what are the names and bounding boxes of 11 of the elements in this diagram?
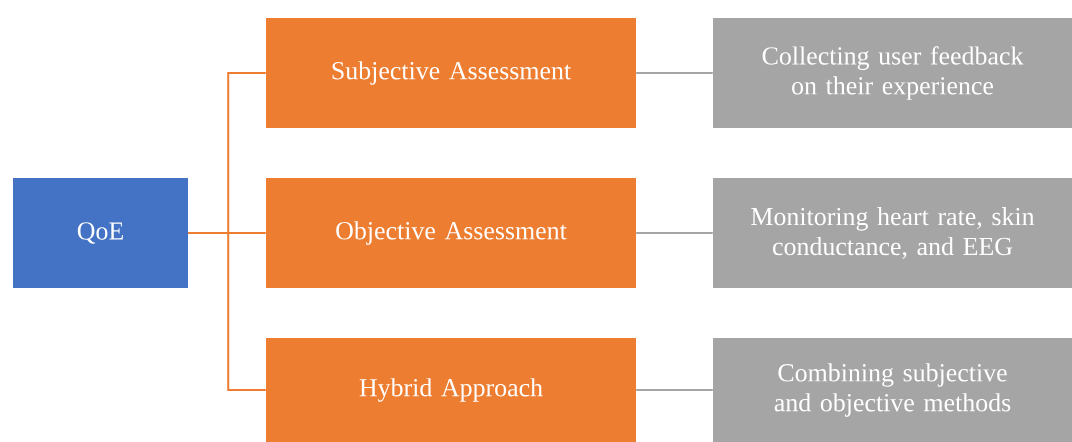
connector-line [635,72,714,74]
category-box: Objective Assessment [266,178,636,288]
connector-line [635,232,714,234]
root-box: QoE [13,178,188,288]
category-box: Hybrid Approach [266,338,636,442]
description-box: Combining subjective and objective methods [713,338,1072,442]
connector-line [187,232,267,391]
category-box: Subjective Assessment [266,18,636,128]
description-box: Monitoring heart rate, skin conductance, and EEG [713,178,1072,288]
connector-line [635,389,714,391]
description-box: Collecting user feedback on their experience [713,18,1072,128]
